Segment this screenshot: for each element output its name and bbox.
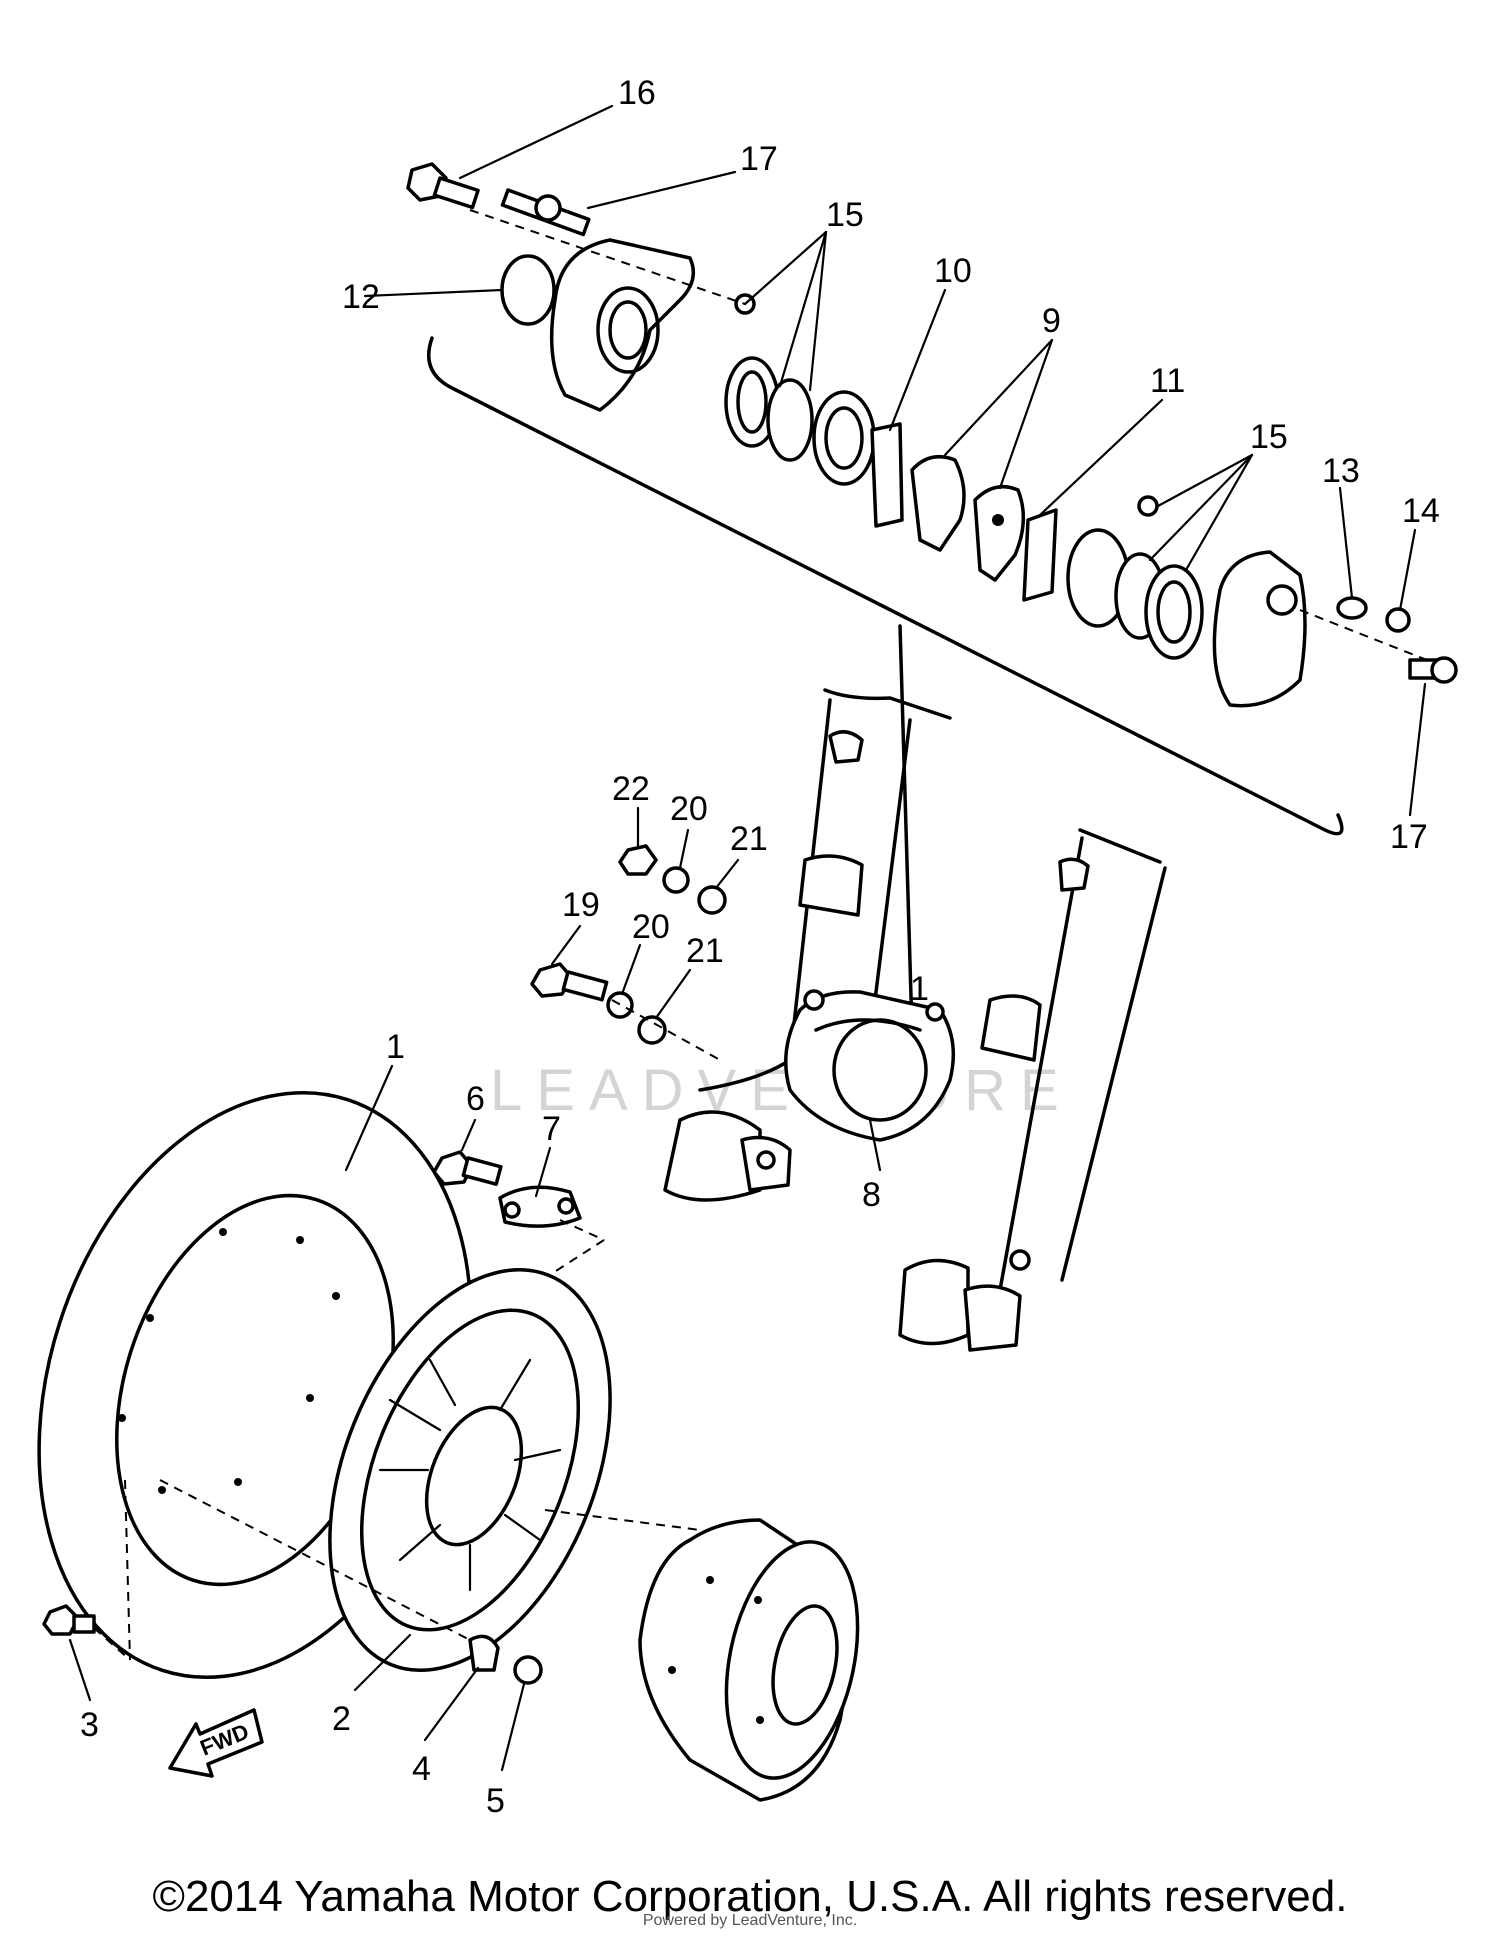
callout-15-a: 15 (826, 196, 864, 234)
part-7-lock-washer (498, 1185, 582, 1228)
part-15-seal-d (1144, 564, 1204, 660)
part-15-seal-b (766, 378, 814, 462)
caliper-half-left (549, 238, 696, 412)
mount-hardware (530, 844, 727, 1061)
callout-1: 1 (386, 1028, 405, 1066)
part-14-cap (1385, 607, 1411, 633)
callout-18: 17 (1390, 818, 1428, 856)
part-22-nut (618, 844, 658, 876)
part-4-washer (468, 1634, 500, 1672)
callout-12: 12 (342, 278, 380, 316)
callout-13: 13 (1322, 452, 1360, 490)
callout-4: 4 (412, 1750, 431, 1788)
part-18-bolt (1408, 656, 1458, 684)
part-10-shim (870, 422, 904, 528)
part-11-shim (1022, 508, 1058, 602)
wheel-hub (638, 1518, 860, 1802)
caliper-half-right (1212, 550, 1307, 708)
part-9-pad-b (973, 484, 1026, 582)
part-13-washer (1336, 596, 1368, 620)
part-12-cap (500, 254, 556, 326)
callout-15-b: 15 (1250, 418, 1288, 456)
part-8-caliper (784, 989, 956, 1142)
leader-lines (68, 104, 1427, 1772)
assembly-leader (898, 624, 914, 1032)
part-5-nut (513, 1655, 543, 1685)
part-16-bolt (406, 162, 480, 210)
part-20-washer-a (662, 866, 690, 894)
callout-16: 16 (618, 74, 656, 112)
callout-8: 8 (862, 1176, 881, 1214)
callout-numbers: 16 17 12 15 10 9 11 15 13 14 17 22 20 21… (80, 74, 1440, 1820)
callout-6: 6 (466, 1080, 485, 1118)
callout-9: 9 (1042, 302, 1061, 340)
watermark: LEADVENTURE (490, 1058, 1073, 1123)
part-15-dustcap-b (1137, 495, 1159, 517)
assembly-bracket (427, 336, 1344, 836)
callout-19: 19 (562, 886, 600, 924)
callout-22: 22 (612, 770, 650, 808)
callout-5: 5 (486, 1782, 505, 1820)
part-3-bolt (42, 1604, 96, 1636)
piston-left (812, 390, 876, 486)
callout-3: 3 (80, 1706, 99, 1744)
part-2-brake-disc (328, 1267, 612, 1673)
copyright-notice: ©2014 Yamaha Motor Corporation, U.S.A. A… (152, 1872, 1348, 1921)
fork-leg-right (898, 828, 1167, 1352)
callout-14: 14 (1402, 492, 1440, 530)
callout-21-b: 21 (686, 932, 724, 970)
part-21-washer-a (697, 885, 727, 915)
callout-20-a: 20 (670, 790, 708, 828)
callout-7: 7 (542, 1110, 561, 1148)
fwd-arrow: FWD (168, 1708, 264, 1778)
part-6-bolt (432, 1150, 503, 1186)
callout-17: 17 (740, 140, 778, 178)
caliper-exploded-assembly (406, 162, 1458, 1032)
callout-2: 2 (332, 1700, 351, 1738)
part-20-washer-b (606, 991, 634, 1019)
part-19-bolt (530, 962, 609, 1002)
part-9-pad-a (910, 454, 966, 552)
fork-leg-left (663, 688, 952, 1202)
powered-by-credit: Powered by LeadVenture, Inc. (642, 1912, 858, 1929)
part-21-washer-b (637, 1015, 667, 1045)
part-17-bleeder (500, 188, 591, 237)
callout-1-assembly: 1 (910, 970, 929, 1008)
callout-21-a: 21 (730, 820, 768, 858)
callout-11: 11 (1150, 362, 1185, 400)
callout-20-b: 20 (632, 908, 670, 946)
callout-10: 10 (934, 252, 972, 290)
